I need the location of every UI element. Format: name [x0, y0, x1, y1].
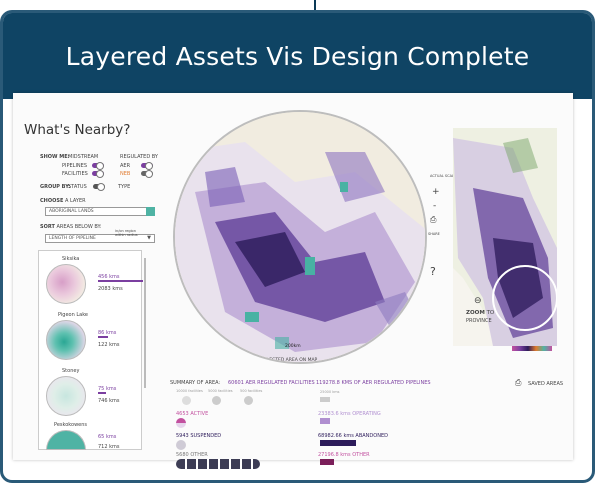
panel-heading: What's Nearby?: [24, 122, 131, 138]
pipeline-density-map: [175, 112, 425, 362]
save-area-icon[interactable]: ⎙: [430, 215, 437, 224]
province-density-map: [453, 128, 557, 346]
pipelines-label: PIPELINES: [62, 163, 87, 169]
province-label[interactable]: PROVINCE: [466, 318, 492, 324]
choose-rest: A LAYER: [64, 198, 86, 204]
status-label: STATUS: [68, 184, 87, 190]
area-name: Peskokowens: [54, 422, 88, 428]
help-icon[interactable]: ?: [430, 265, 436, 278]
sort-bold: SORT: [40, 224, 55, 230]
layer-select-button[interactable]: [146, 207, 155, 216]
summary-pipelines: 119278.8 KMS OF AER REGULATED PIPELINES: [316, 380, 431, 386]
area-name: Siksika: [62, 256, 80, 262]
choose-bold: CHOOSE: [40, 198, 64, 204]
pipelines-abandoned: 68982.66 kms ABANDONED: [318, 433, 388, 439]
neb-toggle[interactable]: [141, 170, 153, 178]
slide-title: Layered Assets Vis Design Complete: [65, 41, 530, 71]
facilities-toggle[interactable]: [92, 170, 104, 178]
layer-select[interactable]: ABORIGINAL LANDS: [45, 207, 155, 216]
scale-chip: 10000 facilities: [176, 389, 203, 393]
area-value-radius: 122 kms: [98, 342, 120, 348]
scale-chip: 5000 facilities: [208, 389, 233, 393]
show-me-label: SHOW ME:: [40, 154, 70, 160]
pipelines-other: 27196.8 kms OTHER: [318, 452, 370, 458]
area-value-inner: 65 kms: [98, 434, 117, 440]
area-thumbnail[interactable]: [46, 376, 86, 416]
area-list: Siksika 456 kms 2083 kms Pigeon Lake 86 …: [38, 250, 160, 450]
map-caption: SELECTED AREA ON MAP: [261, 358, 318, 363]
saved-areas-label[interactable]: SAVED AREAS: [528, 381, 564, 387]
area-name: Pigeon Lake: [58, 312, 89, 318]
neb-label: NEB: [120, 171, 131, 177]
zoom-label: ZOOM: [466, 310, 485, 316]
area-thumbnail[interactable]: [46, 264, 86, 304]
zoom-out-icon[interactable]: -: [433, 201, 437, 211]
suspended-count: 5943 SUSPENDED: [176, 433, 222, 439]
other-count: 5680 OTHER: [176, 452, 208, 458]
area-value-inner: 75 kms: [98, 386, 117, 392]
zoom-to-label: TO: [486, 310, 495, 316]
zoom-out-circle-icon[interactable]: ⊖: [474, 296, 482, 306]
map-scale: 200km: [285, 344, 301, 349]
zoom-in-icon[interactable]: +: [432, 187, 440, 197]
sort-rest: AREAS BELOW BY:: [56, 224, 102, 230]
area-thumbnail[interactable]: [46, 320, 86, 360]
area-value-radius: 712 kms: [98, 444, 120, 450]
province-map[interactable]: [453, 128, 557, 346]
sort-legend-1: in/on region: [115, 229, 136, 233]
scale-chip: 500 facilities: [240, 389, 263, 393]
sort-select-value: LENGTH OF PIPELINE: [49, 236, 96, 241]
pipelines-operating: 23383.6 kms OPERATING: [318, 411, 381, 417]
layer-select-value: ABORIGINAL LANDS: [49, 209, 94, 214]
aer-label: AER: [120, 163, 131, 169]
midstream-label: MIDSTREAM: [68, 154, 99, 160]
connector-stem: [314, 0, 316, 14]
facility-dots: [176, 459, 260, 469]
area-name: Stoney: [62, 368, 80, 374]
type-label: TYPE: [118, 184, 131, 190]
chevron-down-icon: ▼: [147, 235, 151, 241]
facilities-label: FACILITIES: [62, 171, 88, 177]
pipelines-toggle[interactable]: [92, 162, 104, 170]
summary-prefix: SUMMARY OF AREA:: [170, 380, 221, 386]
share-label[interactable]: SHARE: [428, 232, 440, 236]
saved-areas-icon[interactable]: ⎙: [515, 378, 522, 387]
actual-scale-label: ACTUAL SCALE: [430, 174, 457, 178]
area-value-inner: 86 kms: [98, 330, 117, 336]
color-legend-strip: [512, 346, 552, 351]
group-by-toggle[interactable]: [93, 183, 105, 191]
title-banner: Layered Assets Vis Design Complete: [3, 13, 592, 99]
group-by-label: GROUP BY:: [40, 184, 71, 190]
summary-facilities: 60601 AER REGULATED FACILITIES: [228, 380, 315, 386]
list-scrollbar[interactable]: [144, 258, 146, 388]
pipe-scale-chip: 25000 kms: [320, 390, 340, 394]
aer-toggle[interactable]: [141, 162, 153, 170]
area-value-radius: 746 kms: [98, 398, 120, 404]
selected-area-map[interactable]: 200km SELECTED AREA ON MAP: [173, 110, 427, 364]
regulated-by-label: REGULATED BY: [120, 154, 158, 160]
active-count: 4653 ACTIVE: [176, 411, 209, 417]
area-value-inner: 456 kms: [98, 274, 120, 280]
sort-select[interactable]: LENGTH OF PIPELINE ▼: [45, 234, 155, 243]
sort-legend-2: within radius: [115, 233, 138, 237]
area-value-radius: 2083 kms: [98, 286, 123, 292]
